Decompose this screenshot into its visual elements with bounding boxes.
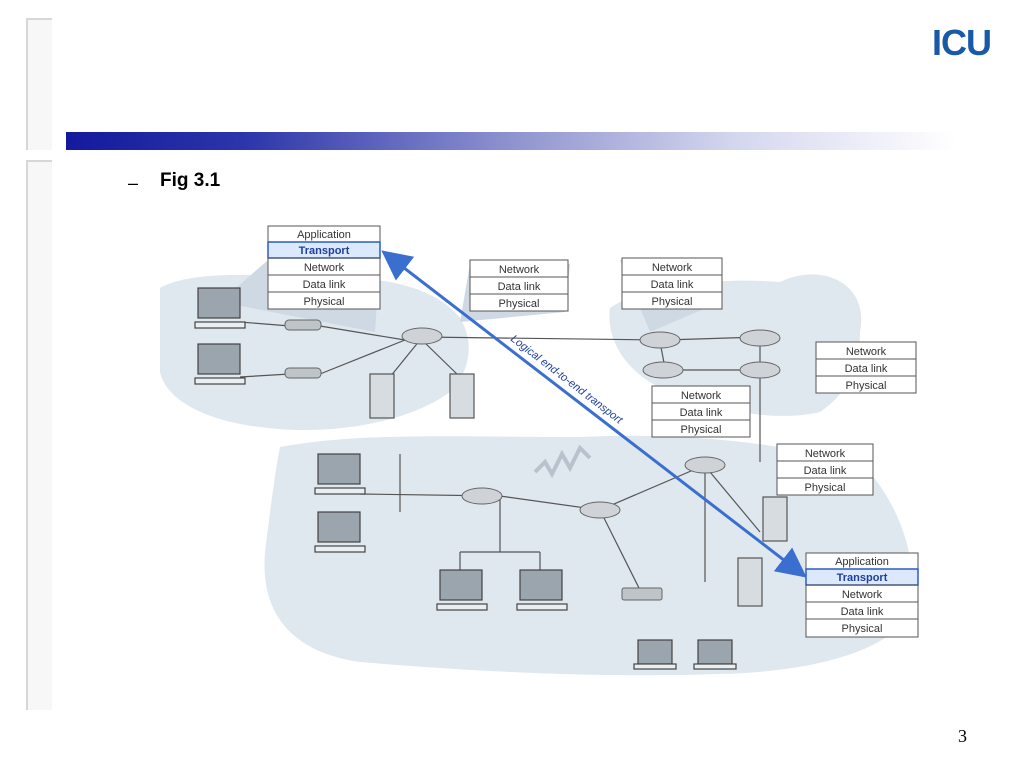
stack-layer-label: Data link (303, 279, 346, 291)
router-stack-top-right: Network Data link Physical (621, 257, 723, 310)
stack-layer-label: Physical (842, 623, 883, 635)
bullet-marker: – (128, 173, 139, 193)
laptop-icon (633, 639, 677, 670)
logical-transport-arrow (381, 250, 807, 578)
server-icon (762, 496, 788, 542)
stack-layer-label: Physical (652, 296, 693, 308)
stack-layer-label: Transport (837, 572, 888, 584)
stack-layer-label: Network (681, 390, 722, 402)
server-icon (449, 373, 475, 419)
icu-logo: ICU (932, 22, 992, 63)
page-number: 3 (958, 726, 967, 746)
desktop-computer-icon (194, 287, 246, 329)
router-icon (461, 487, 503, 505)
stack-layer-label: Physical (681, 424, 722, 436)
router-stack-top-mid: Network Data link Physical (469, 259, 569, 312)
stack-layer-label: Network (805, 448, 846, 460)
stack-layer-label: Physical (304, 296, 345, 308)
stack-layer-label: Data link (680, 407, 723, 419)
stack-layer-label: Data link (841, 606, 884, 618)
wireless-ap-icon (621, 587, 663, 601)
switch-icon (284, 367, 322, 379)
stack-layer-label: Data link (651, 279, 694, 291)
stack-layer-label: Network (499, 264, 540, 276)
logical-transport-label: Logical end-to-end transport (508, 333, 625, 427)
server-icon (737, 557, 763, 607)
title-gradient-bar (66, 132, 956, 150)
stack-layer-label: Data link (845, 363, 888, 375)
stack-layer-label: Network (304, 262, 345, 274)
desktop-computer-icon (194, 343, 246, 385)
stack-layer-label: Data link (498, 281, 541, 293)
router-stack-lower-right: Network Data link Physical (776, 443, 874, 496)
router-stack-right: Network Data link Physical (815, 341, 917, 394)
switch-icon (284, 319, 322, 331)
router-icon (401, 327, 443, 345)
stack-layer-label: Data link (804, 465, 847, 477)
desktop-computer-icon (314, 453, 366, 495)
router-icon (684, 456, 726, 474)
server-icon (369, 373, 395, 419)
network-diagram: Application Transport Network Data link … (160, 225, 919, 676)
stack-layer-label: Network (846, 346, 887, 358)
stack-layer-label: Physical (805, 482, 846, 494)
router-icon (579, 501, 621, 519)
stack-layer-label: Physical (499, 298, 540, 310)
stack-layer-label: Network (652, 262, 693, 274)
stack-layer-label: Physical (846, 380, 887, 392)
desktop-computer-icon (314, 511, 366, 553)
stack-layer-label: Network (842, 589, 883, 601)
desktop-computer-icon (516, 569, 568, 611)
stack-layer-label: Application (297, 229, 351, 241)
router-icon (639, 331, 681, 349)
router-icon (739, 329, 781, 347)
laptop-icon (693, 639, 737, 670)
router-icon (739, 361, 781, 379)
router-stack-center: Network Data link Physical (651, 385, 751, 438)
desktop-computer-icon (436, 569, 488, 611)
host-stack-bottom-right: Application Transport Network Data link … (805, 552, 919, 638)
left-decoration-top (26, 18, 52, 150)
stack-layer-label: Transport (299, 245, 350, 257)
left-decoration-bottom (26, 160, 52, 710)
figure-caption: Fig 3.1 (160, 170, 221, 191)
router-icon (642, 361, 684, 379)
stack-layer-label: Application (835, 556, 889, 568)
host-stack-top-left: Application Transport Network Data link … (267, 225, 381, 310)
